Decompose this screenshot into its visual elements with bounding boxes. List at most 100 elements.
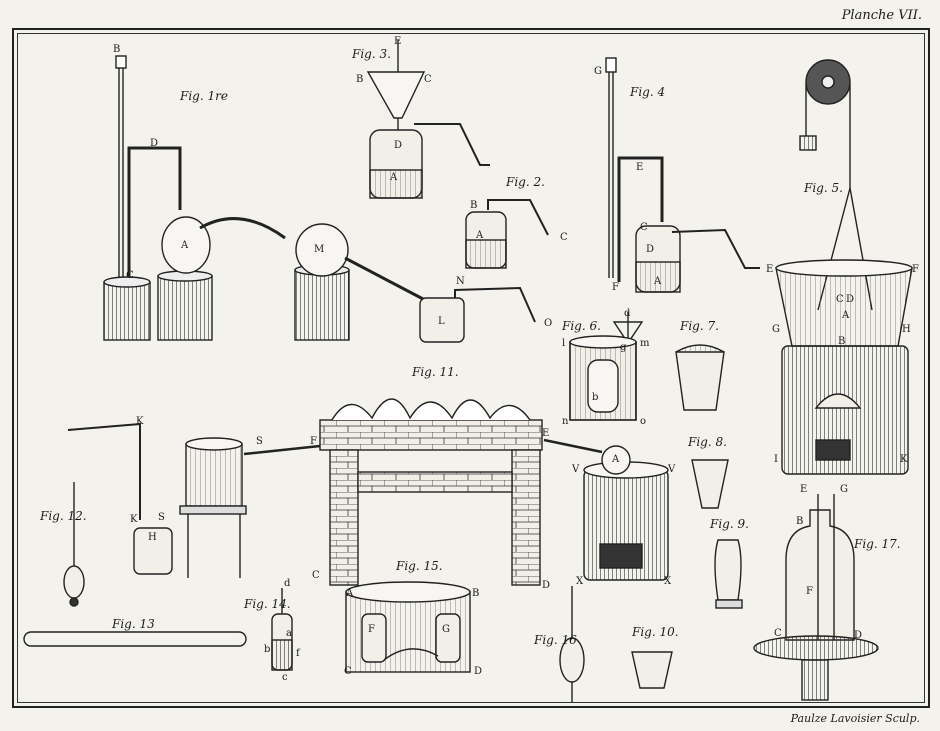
fig3-letter: E (394, 36, 401, 47)
fig11-caption: Fig. 11. (411, 365, 459, 379)
fig15-letter: F (368, 624, 375, 635)
fig5-caption: Fig. 5. (803, 181, 843, 195)
fig5-letter: F (912, 264, 919, 275)
fig3-caption: Fig. 3. (351, 47, 391, 61)
fig11-letter: X (664, 576, 672, 587)
fig6-letter: l (562, 338, 565, 349)
fig14-letter: c (282, 672, 288, 683)
fig14-apparatus (271, 588, 293, 671)
fig5-letter: E (766, 264, 773, 275)
fig3-letter: B (356, 74, 363, 85)
fig4-letter: G (594, 66, 602, 77)
fig1-letter: L (438, 316, 445, 327)
fig11-letter: V (667, 464, 676, 475)
fig12-caption: Fig. 12. (39, 509, 87, 523)
fig15-letters: A B C D F G (344, 588, 482, 677)
fig5-apparatus (775, 59, 913, 475)
fig5-letter: B (838, 336, 845, 347)
fig17-letter: E (800, 484, 807, 495)
fig6-caption: Fig. 6. (561, 319, 601, 333)
fig17-letter: G (840, 484, 848, 495)
fig13-caption: Fig. 13 (111, 617, 155, 631)
fig4-letter: C (640, 222, 648, 233)
fig11-letter: K (136, 416, 144, 427)
fig15-trough (345, 581, 471, 673)
fig9-caption: Fig. 9. (709, 517, 749, 531)
fig4-letter: E (636, 162, 643, 173)
fig13-tube (23, 631, 247, 647)
fig11-letter: E (542, 428, 549, 439)
fig14-letters: d a b f c (264, 578, 301, 683)
fig17-letter: C (774, 628, 782, 639)
fig11-letter: X (576, 576, 584, 587)
fig17-letter: B (796, 516, 803, 527)
fig14-letter: f (296, 648, 301, 659)
fig2-caption: Fig. 2. (505, 175, 545, 189)
fig2-letters: B A C (470, 200, 568, 243)
fig11-letter: S (158, 512, 165, 523)
fig17-belljar (753, 494, 879, 701)
fig11-letter: K (130, 514, 138, 525)
fig17-letter: F (806, 586, 813, 597)
fig8-caption: Fig. 8. (687, 435, 727, 449)
fig2-apparatus (465, 199, 549, 269)
fig15-letter: B (472, 588, 479, 599)
fig4-letter: D (646, 244, 654, 255)
fig15-letter: D (474, 666, 482, 677)
crucibles (631, 344, 743, 689)
fig5-letter: K (900, 454, 908, 465)
fig11-letter: H (148, 532, 157, 543)
fig3-letters: E B C D A (356, 36, 432, 183)
fig14-letter: b (264, 644, 270, 655)
fig4-letters: G E C D A F (594, 66, 662, 293)
fig6-letter: n (562, 416, 569, 427)
fig11-letter: A (611, 454, 620, 465)
fig15-caption: Fig. 15. (395, 559, 443, 573)
fig3-letter: A (389, 172, 398, 183)
fig5-letters: E F C D A B G H I K (766, 264, 919, 465)
fig6-letter: g (620, 342, 627, 353)
fig1-apparatus (103, 55, 536, 343)
fig16-caption: Fig. 16 (533, 633, 577, 647)
fig4-apparatus (605, 57, 760, 293)
fig1-letter: B (113, 44, 120, 55)
fig11-letter: V (571, 464, 580, 475)
fig5-letter: C (836, 294, 844, 305)
fig3-letter: C (424, 74, 432, 85)
fig5-letter: G (772, 324, 780, 335)
fig6-letter: m (640, 338, 650, 349)
fig1-letter: N (456, 276, 465, 287)
fig14-caption: Fig. 14. (243, 597, 291, 611)
fig6-letters: d l m g b n o (562, 308, 650, 427)
fig17-letter: D (854, 630, 862, 641)
plate-frame (12, 28, 930, 708)
fig1-letter: M (314, 244, 324, 255)
fig11-letter: D (542, 580, 550, 591)
fig5-letter: I (774, 454, 778, 465)
fig6-letter: d (624, 308, 631, 319)
fig15-letter: A (345, 588, 354, 599)
fig17-letters: E G B F C D (774, 484, 862, 641)
fig15-letter: G (442, 624, 450, 635)
fig3-apparatus (366, 40, 490, 199)
fig4-caption: Fig. 4 (629, 85, 665, 99)
fig12-hydrometer (63, 482, 85, 607)
fig4-letter: F (612, 282, 619, 293)
fig2-letter: B (470, 200, 477, 211)
fig1-letter: A (180, 240, 189, 251)
fig5-letter: A (841, 310, 850, 321)
fig1-letters: B D A C M N L O (113, 44, 552, 329)
fig5-letter: D (846, 294, 854, 305)
fig16-apparatus (559, 586, 585, 702)
fig17-caption: Fig. 17. (853, 537, 901, 551)
fig2-letter: A (475, 230, 484, 241)
plate-title: Planche VII. (841, 8, 922, 23)
fig15-letter: C (344, 666, 352, 677)
fig3-letter: D (394, 140, 402, 151)
fig1-letter: C (126, 270, 134, 281)
fig11-letters: E F S C D A V V X X K K S H (130, 416, 676, 591)
fig11-letter: C (312, 570, 320, 581)
fig11-letter: F (310, 436, 317, 447)
fig14-letter: d (284, 578, 291, 589)
fig11-furnace (67, 398, 669, 586)
